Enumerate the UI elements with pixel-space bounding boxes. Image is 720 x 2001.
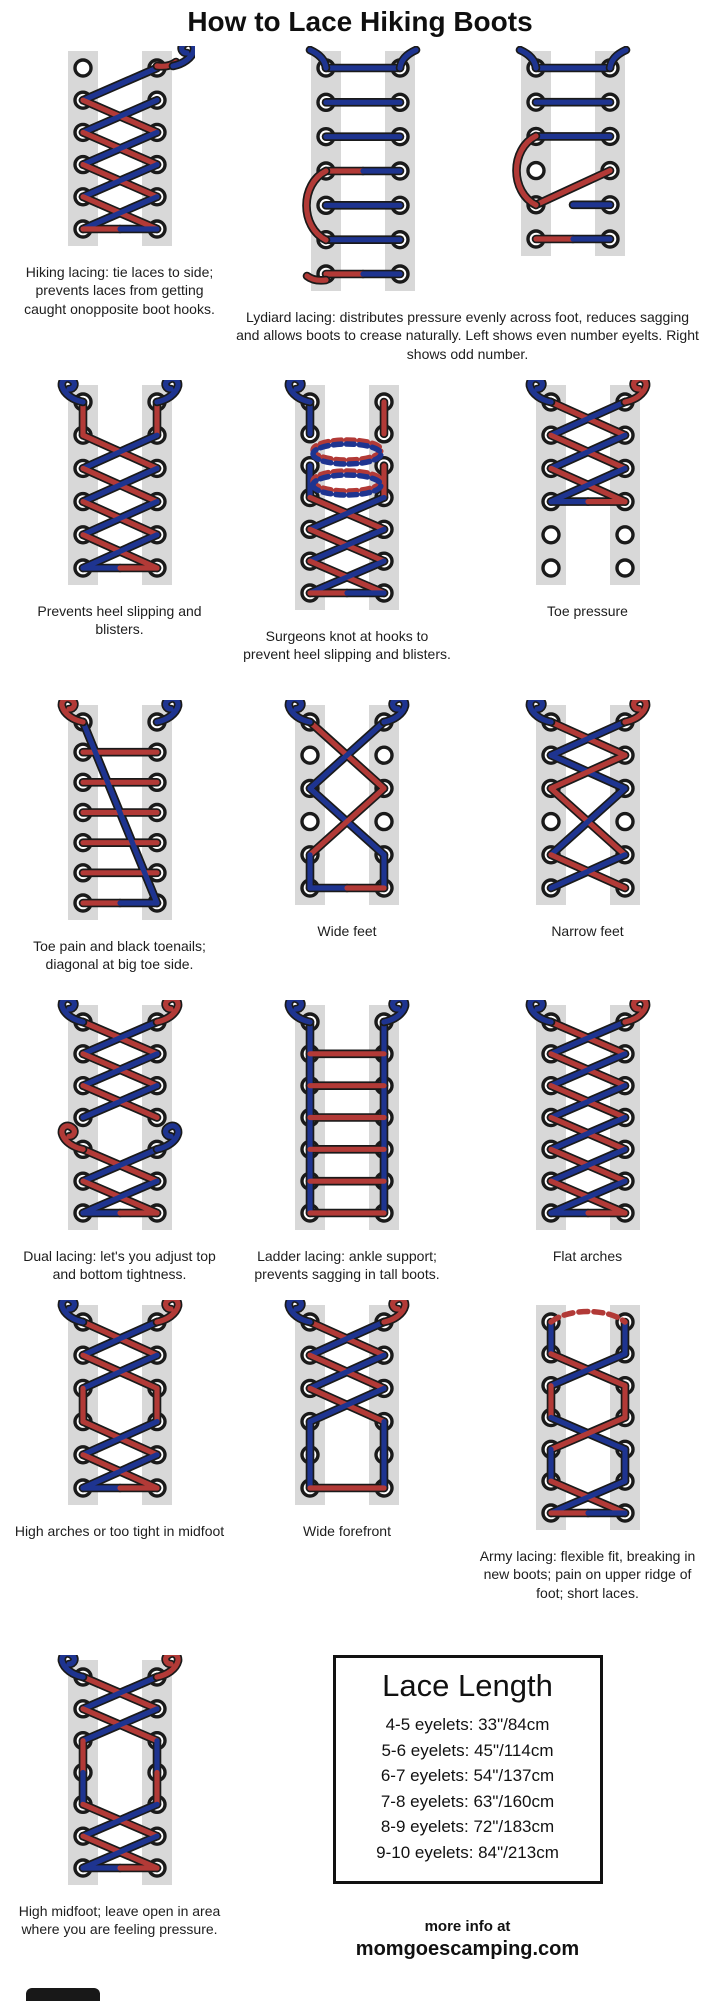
cell-toe-pain: Toe pain and black toenails; diagonal at…	[12, 700, 227, 974]
cell-heel-slip: Prevents heel slipping and blisters.	[12, 380, 227, 639]
cell-army-lacing: Army lacing: flexible fit, breaking in n…	[467, 1300, 708, 1602]
lace-length-item: 9-10 eyelets: 84"/213cm	[376, 1842, 559, 1862]
lydiard-odd-eyelets-diagram	[511, 46, 630, 256]
row-2: Prevents heel slipping and blisters. Sur…	[12, 380, 708, 664]
high-midfoot-lacing-diagram	[57, 1655, 182, 1885]
row-6: High midfoot; leave open in area where y…	[12, 1655, 708, 1961]
ladder-lacing-diagram	[284, 1000, 410, 1230]
caption-lydiard-lacing: Lydiard lacing: distributes pressure eve…	[236, 309, 699, 362]
lace-length-item: 7-8 eyelets: 63"/160cm	[380, 1791, 555, 1811]
cell-lace-length: Lace Length 4-5 eyelets: 33"/84cm 5-6 eye…	[227, 1655, 708, 1961]
lace-length-title: Lace Length	[382, 1668, 553, 1703]
page-title: How to Lace Hiking Boots	[187, 6, 533, 37]
caption-high-midfoot: High midfoot; leave open in area where y…	[18, 1903, 221, 1938]
cell-high-arches: High arches or too tight in midfoot	[12, 1300, 227, 1540]
hiking-lacing-diagram	[67, 46, 195, 246]
cell-dual-lacing: Dual lacing: let's you adjust top and bo…	[12, 1000, 227, 1284]
footer-site-name: momgoescamping.com	[355, 1938, 580, 1960]
cell-surgeons-knot: Surgeons knot at hooks to prevent heel s…	[227, 380, 467, 664]
cell-wide-forefront: Wide forefront	[227, 1300, 467, 1540]
lace-length-item: 4-5 eyelets: 33"/84cm	[385, 1715, 550, 1734]
lace-length-list: 4-5 eyelets: 33"/84cm 5-6 eyelets: 45"/11…	[352, 1712, 584, 1865]
row-4: Dual lacing: let's you adjust top and bo…	[12, 1000, 708, 1284]
caption-dual-lacing: Dual lacing: let's you adjust top and bo…	[23, 1248, 216, 1283]
caption-toe-pain: Toe pain and black toenails; diagonal at…	[33, 938, 206, 973]
flat-arches-lacing-diagram	[525, 1000, 650, 1230]
lace-length-item: 8-9 eyelets: 72"/183cm	[380, 1817, 555, 1836]
wide-feet-lacing-diagram	[284, 700, 410, 905]
dual-lacing-diagram	[57, 1000, 182, 1230]
cell-wide-feet: Wide feet	[227, 700, 467, 940]
lydiard-even-eyelets-diagram	[301, 46, 420, 291]
cell-lydiard-lacing: Lydiard lacing: distributes pressure eve…	[227, 46, 708, 363]
footer: more info at momgoescamping.com	[356, 1918, 579, 1961]
cell-hiking-lacing: Hiking lacing: tie laces to side; preven…	[12, 46, 227, 318]
caption-narrow-feet: Narrow feet	[551, 923, 624, 939]
caption-wide-feet: Wide feet	[317, 923, 377, 939]
caption-heel-slip: Prevents heel slipping and blisters.	[37, 603, 202, 638]
surgeons-knot-diagram	[284, 380, 399, 610]
lace-length-box: Lace Length 4-5 eyelets: 33"/84cm 5-6 eye…	[332, 1655, 603, 1884]
narrow-feet-lacing-diagram	[525, 700, 650, 905]
cell-high-midfoot: High midfoot; leave open in area where y…	[12, 1655, 227, 1939]
caption-ladder-lacing: Ladder lacing: ankle support; prevents s…	[254, 1248, 440, 1283]
caption-high-arches: High arches or too tight in midfoot	[14, 1523, 225, 1539]
lace-length-item: 6-7 eyelets: 54"/137cm	[380, 1766, 555, 1785]
cell-flat-arches: Flat arches	[467, 1000, 708, 1265]
caption-hiking-lacing: Hiking lacing: tie laces to side; preven…	[24, 264, 215, 317]
caption-flat-arches: Flat arches	[552, 1248, 623, 1264]
cell-narrow-feet: Narrow feet	[467, 700, 708, 940]
lydiard-diagram-pair	[288, 46, 648, 296]
caption-toe-pressure: Toe pressure	[547, 603, 628, 619]
army-lacing-diagram	[535, 1305, 640, 1530]
row-1: Hiking lacing: tie laces to side; preven…	[12, 46, 708, 363]
cell-ladder-lacing: Ladder lacing: ankle support; prevents s…	[227, 1000, 467, 1284]
row-3: Toe pain and black toenails; diagonal at…	[12, 700, 708, 974]
toe-pressure-lacing-diagram	[525, 380, 650, 585]
cell-toe-pressure: Toe pressure	[467, 380, 708, 620]
caption-wide-forefront: Wide forefront	[303, 1523, 391, 1539]
wide-forefront-lacing-diagram	[284, 1300, 410, 1505]
high-arches-lacing-diagram	[57, 1300, 182, 1505]
caption-surgeons-knot: Surgeons knot at hooks to prevent heel s…	[243, 628, 451, 663]
row-5: High arches or too tight in midfoot Wide…	[12, 1300, 708, 1602]
footer-more-info: more info at	[424, 1918, 511, 1935]
lace-length-item: 5-6 eyelets: 45"/114cm	[381, 1740, 554, 1760]
caption-army-lacing: Army lacing: flexible fit, breaking in n…	[479, 1548, 696, 1601]
heel-slip-lacing-diagram	[57, 380, 182, 585]
cropped-image-artifact	[26, 1988, 100, 2001]
toe-pain-lacing-diagram	[57, 700, 182, 920]
